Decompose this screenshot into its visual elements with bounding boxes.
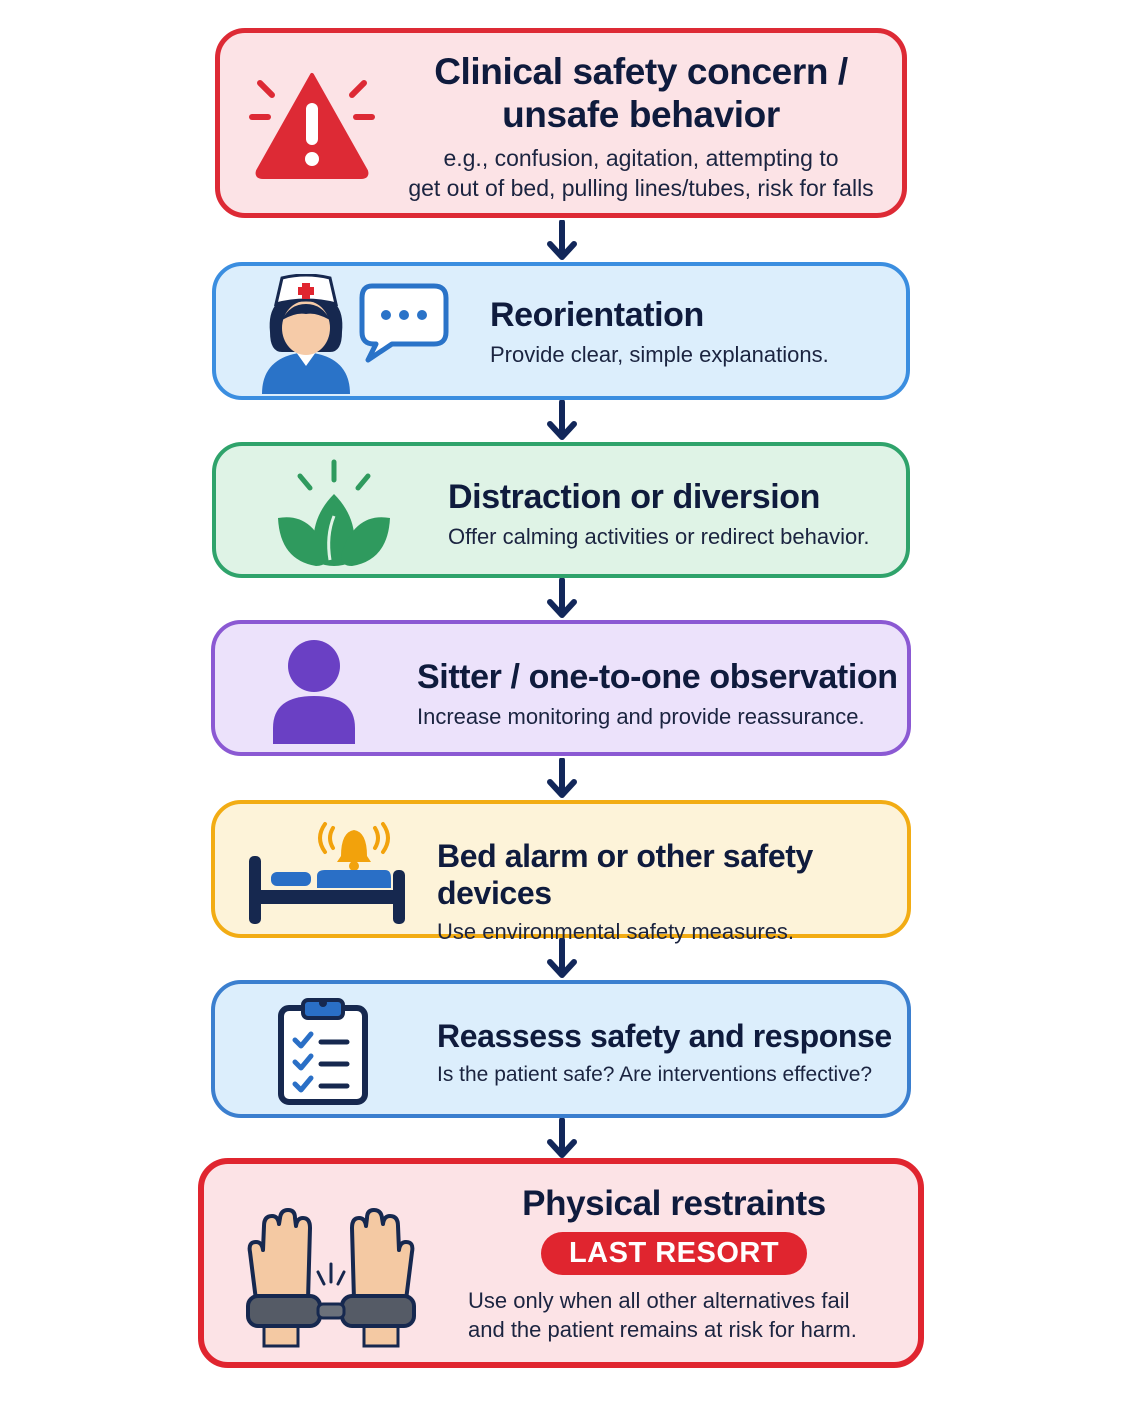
warning-icon: [242, 69, 382, 181]
person-icon: [269, 638, 359, 746]
flow-arrow: [546, 399, 578, 442]
nurse-speech-icon: [256, 273, 456, 396]
step-text: Bed alarm or other safety devices Use en…: [437, 838, 907, 946]
step-distraction-diversion: Distraction or diversion Offer calming a…: [212, 442, 910, 578]
step-text: Clinical safety concern / unsafe behavio…: [385, 51, 897, 204]
step-description: Offer calming activities or redirect beh…: [448, 524, 870, 550]
last-resort-badge: LAST RESORT: [540, 1232, 808, 1276]
bed-alarm-icon: [245, 818, 409, 926]
step-title: Reorientation: [490, 296, 704, 334]
step-reassess-safety: Reassess safety and response Is the pati…: [211, 980, 911, 1118]
step-title: Clinical safety concern / unsafe behavio…: [434, 51, 848, 135]
flow-arrow: [546, 937, 578, 980]
step-sitter-observation: Sitter / one-to-one observation Increase…: [211, 620, 911, 756]
step-physical-restraints: Physical restraints LAST RESORT Use only…: [198, 1158, 924, 1368]
flow-arrow: [546, 577, 578, 620]
restrained-hands-icon: [236, 1204, 426, 1348]
step-clinical-safety-concern: Clinical safety concern / unsafe behavio…: [215, 28, 907, 218]
flow-arrow: [546, 219, 578, 262]
step-title: Sitter / one-to-one observation: [417, 658, 898, 696]
step-title: Reassess safety and response: [437, 1018, 892, 1054]
step-title: Bed alarm or other safety devices: [437, 838, 813, 911]
clipboard-checklist-icon: [275, 994, 371, 1106]
flow-arrow: [546, 1117, 578, 1160]
step-description: Use only when all other alternatives fai…: [468, 1288, 857, 1342]
step-text: Distraction or diversion Offer calming a…: [448, 478, 898, 552]
step-description: Provide clear, simple explanations.: [490, 342, 829, 368]
step-bed-alarm: Bed alarm or other safety devices Use en…: [211, 800, 911, 944]
step-title: Distraction or diversion: [448, 478, 821, 516]
step-text: Physical restraints LAST RESORT Use only…: [444, 1184, 904, 1344]
step-text: Reassess safety and response Is the pati…: [437, 1018, 907, 1088]
step-description: Is the patient safe? Are interventions e…: [437, 1062, 873, 1086]
step-text: Sitter / one-to-one observation Increase…: [417, 658, 901, 732]
lotus-icon: [272, 456, 396, 570]
step-description: Increase monitoring and provide reassura…: [417, 704, 865, 730]
step-title: Physical restraints: [522, 1184, 826, 1223]
step-description: Use environmental safety measures.: [437, 918, 795, 944]
step-description: e.g., confusion, agitation, attempting t…: [408, 145, 874, 201]
flow-arrow: [546, 757, 578, 800]
step-reorientation: Reorientation Provide clear, simple expl…: [212, 262, 910, 400]
step-text: Reorientation Provide clear, simple expl…: [490, 296, 900, 370]
